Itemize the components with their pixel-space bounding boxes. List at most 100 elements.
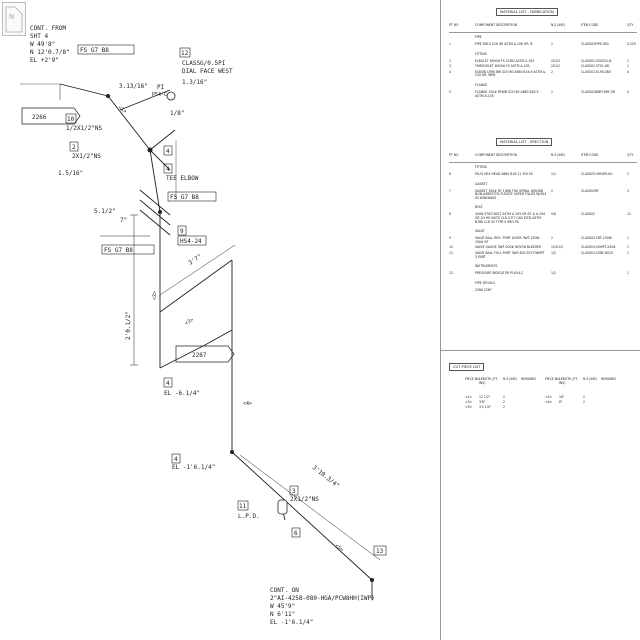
table-cell: CLASS02-FBF-150W bbox=[581, 236, 612, 241]
table-cell: 2 bbox=[551, 69, 553, 74]
table-cell: 1 bbox=[627, 64, 629, 69]
cut-column-header: PIECE NO bbox=[465, 377, 480, 381]
table-cell: 2 bbox=[449, 58, 451, 63]
cont-on-line-0: CONT. ON bbox=[270, 587, 299, 594]
table-cell: GASKET 150# RF 1/8IN THK SPIRAL WOUND NO… bbox=[475, 188, 547, 200]
table-cell: CLASS02RF bbox=[581, 188, 599, 193]
table-cell: VALVE BALL REG. PORT LEVER 3WF-150W 150#… bbox=[475, 236, 540, 244]
table-cell: 9 bbox=[449, 236, 451, 241]
pi-tag-0: PI bbox=[157, 84, 165, 91]
cut-cell: 2 bbox=[503, 400, 505, 404]
tag-10: 10 bbox=[67, 116, 75, 123]
cut-column-header: N.S (INS) bbox=[583, 377, 597, 381]
table-cell: 2X1/2 bbox=[551, 64, 561, 69]
cont-from-line-1: SHT 4 bbox=[30, 33, 48, 40]
cut-cell: 2 bbox=[583, 400, 585, 404]
tag-4-c: 4 bbox=[166, 380, 170, 387]
section-heading: INSTRUMENTS bbox=[475, 264, 498, 269]
section-heading: GASKET bbox=[475, 181, 488, 186]
tag-10-text: 1/2X1/2"NS bbox=[66, 125, 103, 132]
dim-3-13-16: 3.13/16" bbox=[119, 83, 148, 90]
document-logo: N bbox=[2, 2, 26, 36]
table-cell: VALVE GAUGE 3WF-200# W/VON BLEEDER bbox=[475, 245, 542, 250]
table-cell: PLUG HEX HEAD A660 B16.11 3YII SS bbox=[475, 172, 533, 176]
column-header: QTY bbox=[627, 153, 634, 157]
dim-1-3-16: 1.3/16" bbox=[182, 79, 207, 86]
table-cell: 1/2X1/2 bbox=[551, 245, 564, 250]
fs-tag-mid: FS G7 B8 bbox=[170, 194, 199, 201]
tag-2: 2 bbox=[72, 144, 76, 151]
table-cell: 10 bbox=[449, 245, 453, 250]
dim-vertical: 2'0.1/2" bbox=[125, 311, 132, 340]
cont-on-line-1: 2"AI-4258-080-HGA/PCW8HH(IWP) bbox=[270, 595, 375, 602]
table-cell: 2 bbox=[551, 90, 553, 94]
table-cell: PIPE SMLS SCH 80 ASTM A-106 GR. B bbox=[475, 42, 533, 46]
table-cell: CLASS02 bbox=[581, 212, 595, 217]
svg-text:N: N bbox=[9, 13, 14, 21]
dim-5-1-2: 5.1/2" bbox=[94, 208, 116, 215]
header-rule bbox=[449, 162, 637, 163]
table-cell: VALVE BALL FULL PORT 3WF-802 SS FCWNPT 3… bbox=[475, 251, 545, 259]
table-cell: 1 bbox=[627, 245, 629, 250]
dim-1-5-16: 1.5/16" bbox=[58, 170, 83, 177]
table-cell: 1 bbox=[627, 236, 629, 241]
cut-cell: 18" bbox=[559, 395, 565, 399]
fs-tag-low: FS G7 B8 bbox=[104, 247, 133, 254]
table-cell: 1 bbox=[627, 251, 629, 255]
tag-12: 12 bbox=[181, 50, 189, 57]
table-cell: 2X1/2 bbox=[551, 58, 561, 63]
column-header: QTY bbox=[627, 23, 634, 27]
column-header: N.S (INS) bbox=[551, 23, 565, 27]
cont-from-line-3: N 12'0.7/8" bbox=[30, 49, 70, 56]
elevation-1: EL -6.1/4" bbox=[164, 390, 200, 397]
table-cell: CLASS03-5VMFT-200# bbox=[581, 245, 616, 250]
table-cell: 1/2 bbox=[551, 271, 556, 276]
tag-2-text: 2X1/2"NS bbox=[72, 153, 101, 160]
cont-on-line-2: W 45'9" bbox=[270, 603, 295, 610]
table-cell: 4 bbox=[627, 69, 629, 74]
cut-cell: 8" bbox=[559, 400, 563, 404]
cut-piece-title: CUT PIECE LIST bbox=[449, 363, 485, 371]
table-cell: ELBOLET 6000# FS SCRD ASTM A-105 bbox=[475, 58, 535, 63]
erection-title: MATERIAL LIST - ERECTION bbox=[496, 138, 553, 146]
table-cell: 1 bbox=[627, 271, 629, 276]
table-cell: 6 bbox=[449, 172, 451, 176]
table-cell: 2 bbox=[551, 236, 553, 241]
cut-column-header: LENGTH (FT-INS) bbox=[559, 377, 579, 385]
table-cell: 3 bbox=[449, 64, 451, 69]
elevation-2: EL -1'6.1/4" bbox=[172, 464, 215, 471]
column-header: ITEM CODE bbox=[581, 23, 599, 27]
table-cell: THREDOLET 6000# FS ASTM A-105 bbox=[475, 64, 530, 69]
piece-tag-3: <3> bbox=[184, 317, 195, 327]
cut-cell: <3> bbox=[465, 400, 473, 404]
column-header: ITEM CODE bbox=[581, 153, 599, 157]
dim-long: 3'10.3/4" bbox=[311, 464, 341, 490]
divider bbox=[441, 350, 640, 351]
table-cell: 2 bbox=[551, 42, 553, 46]
logo-icon: N bbox=[5, 6, 23, 33]
tag-4-b: 4 bbox=[166, 166, 170, 173]
piece-tag-4: <4> bbox=[243, 401, 252, 407]
tag-13: 13 bbox=[376, 548, 384, 555]
spool-2266: 2266 bbox=[32, 114, 47, 121]
table-cell: 5 bbox=[449, 90, 451, 94]
table-cell: 1 bbox=[449, 42, 451, 46]
table-cell: 5/8 bbox=[551, 212, 556, 217]
cont-on-line-3: N 6'11" bbox=[270, 611, 295, 618]
table-cell: 2266 2267 bbox=[475, 287, 492, 292]
cut-column-header: N.S (INS) bbox=[503, 377, 517, 381]
cut-cell: 3'2 1/4" bbox=[479, 405, 492, 409]
cont-from-line-2: W 49'8" bbox=[30, 41, 55, 48]
tag-4-d: 4 bbox=[174, 456, 178, 463]
table-cell: ELBOW LR90 BW SCH 80 A660 B16.9 ASTM A-2… bbox=[475, 69, 547, 78]
cut-cell: 2 bbox=[503, 395, 505, 399]
dim-1-8: 1/8" bbox=[170, 110, 184, 117]
cut-column-header: PIECE NO bbox=[545, 377, 560, 381]
section-heading: PIPE bbox=[475, 35, 482, 39]
table-cell: 11 bbox=[449, 251, 453, 255]
dim-3-7: 3'7" bbox=[187, 253, 203, 267]
table-cell: 1 bbox=[627, 58, 629, 63]
cut-cell: 12 1/2" bbox=[479, 395, 491, 399]
section-heading: BOLT bbox=[475, 205, 483, 210]
